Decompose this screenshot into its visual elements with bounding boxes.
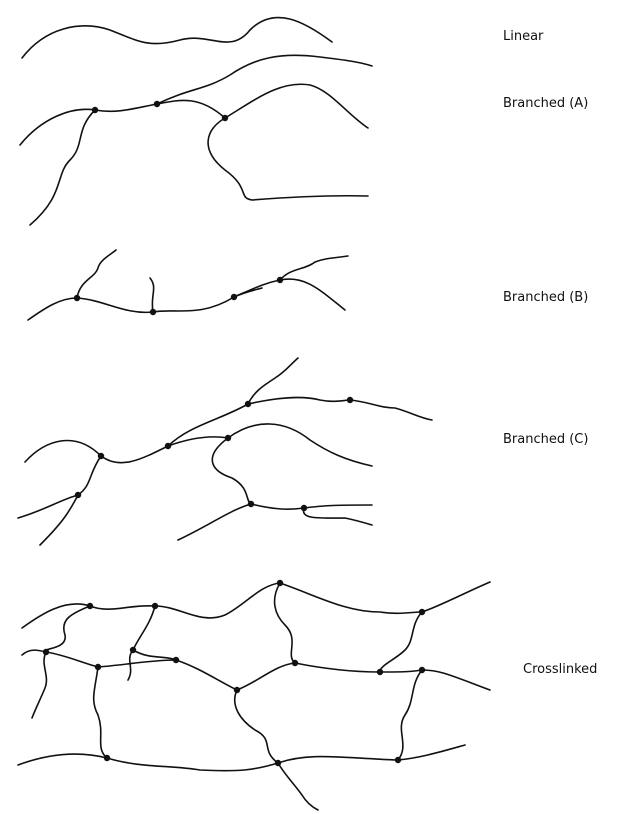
crosslink-bridge xyxy=(235,690,278,763)
crosslink-point xyxy=(87,603,93,609)
branched-c-branch xyxy=(251,504,372,509)
crosslink-point xyxy=(292,660,298,666)
branch-point xyxy=(165,443,171,449)
branched-a-backbone xyxy=(20,84,368,145)
label-branched-b: Branched (B) xyxy=(503,290,588,305)
crosslink-bridge xyxy=(275,583,295,663)
branch-point xyxy=(92,107,98,113)
branch-point xyxy=(347,397,353,403)
branched-b-branch xyxy=(150,278,154,312)
linear-polymer xyxy=(22,18,332,58)
branch-point xyxy=(231,294,237,300)
branched-b-branch xyxy=(234,288,262,297)
crosslink-point xyxy=(130,647,136,653)
branch-point xyxy=(74,295,80,301)
crosslink-bridge xyxy=(94,667,107,758)
label-linear: Linear xyxy=(503,29,543,44)
crosslink-point xyxy=(395,757,401,763)
crosslink-point xyxy=(275,760,281,766)
branch-point xyxy=(225,435,231,441)
branch-point xyxy=(245,401,251,407)
crosslink-bridge xyxy=(380,612,422,672)
crosslink-point xyxy=(419,667,425,673)
crosslink-point xyxy=(234,687,240,693)
branched-a-polymer xyxy=(20,55,372,225)
branched-a-branch xyxy=(157,55,372,104)
branch-point xyxy=(98,453,104,459)
crosslink-point xyxy=(173,657,179,663)
branched-c-branch xyxy=(350,400,432,420)
branched-c-branch xyxy=(303,508,372,525)
branch-point xyxy=(75,492,81,498)
branched-b-branch xyxy=(77,250,116,298)
branched-a-branch xyxy=(208,118,368,200)
branched-c-branch xyxy=(212,438,251,504)
branch-point xyxy=(150,309,156,315)
label-branched-c: Branched (C) xyxy=(503,432,588,447)
branched-a-branch xyxy=(30,110,95,225)
crosslink-point xyxy=(419,609,425,615)
branched-c-polymer xyxy=(18,358,432,545)
branched-c-branch xyxy=(40,456,101,545)
label-crosslinked: Crosslinked xyxy=(523,662,597,677)
crosslink-point xyxy=(95,664,101,670)
crosslinked-polymer xyxy=(18,580,490,810)
branch-point xyxy=(301,505,307,511)
crosslink-point xyxy=(277,580,283,586)
branched-b-branch xyxy=(280,256,348,280)
branched-c-branch xyxy=(18,495,78,518)
label-branched-a: Branched (A) xyxy=(503,96,588,111)
crosslink-bridge xyxy=(45,606,90,652)
branched-c-branch xyxy=(178,504,251,540)
crosslink-point xyxy=(152,603,158,609)
crosslink-point xyxy=(104,755,110,761)
branch-point xyxy=(222,115,228,121)
crosslink-bridge xyxy=(32,652,46,718)
crosslink-bridge xyxy=(398,670,422,760)
branch-point xyxy=(154,101,160,107)
crosslink-point xyxy=(377,669,383,675)
crosslink-bridge xyxy=(133,606,176,660)
crosslink-point xyxy=(43,649,49,655)
branch-point xyxy=(277,277,283,283)
branched-b-polymer xyxy=(28,250,348,320)
branched-c-backbone xyxy=(25,424,372,466)
crosslink-bridge xyxy=(128,650,133,680)
crosslink-bridge xyxy=(278,763,318,810)
branch-point xyxy=(248,501,254,507)
linear-chain xyxy=(22,18,332,58)
